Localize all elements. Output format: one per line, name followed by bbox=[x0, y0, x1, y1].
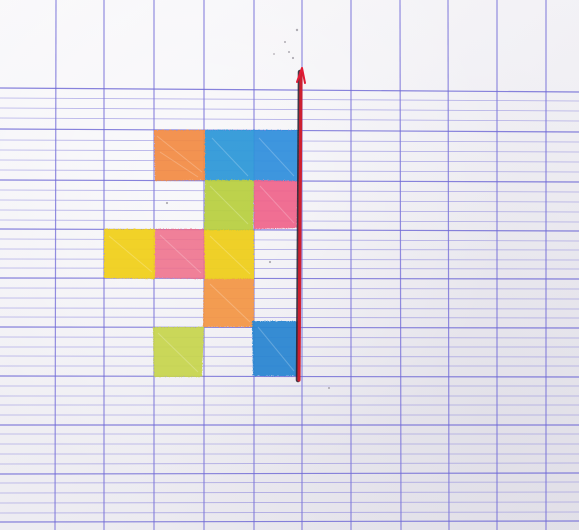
axis-red-line bbox=[299, 72, 301, 380]
pencil-dot bbox=[166, 202, 168, 204]
yellow-square-left bbox=[104, 229, 155, 279]
pencil-dot bbox=[328, 387, 330, 389]
blue-square-top-left bbox=[205, 130, 254, 180]
blue-square-top-right bbox=[254, 130, 299, 181]
pencil-dot bbox=[284, 41, 286, 43]
pencil-dot bbox=[296, 29, 298, 31]
orange-square-top bbox=[154, 130, 205, 181]
pencil-dot bbox=[273, 53, 275, 55]
pencil-dot bbox=[292, 57, 294, 59]
pencil-dot bbox=[269, 261, 271, 263]
pencil-dot bbox=[288, 51, 290, 53]
orange-square-lower bbox=[203, 279, 254, 327]
green-square-bottom bbox=[153, 327, 204, 377]
